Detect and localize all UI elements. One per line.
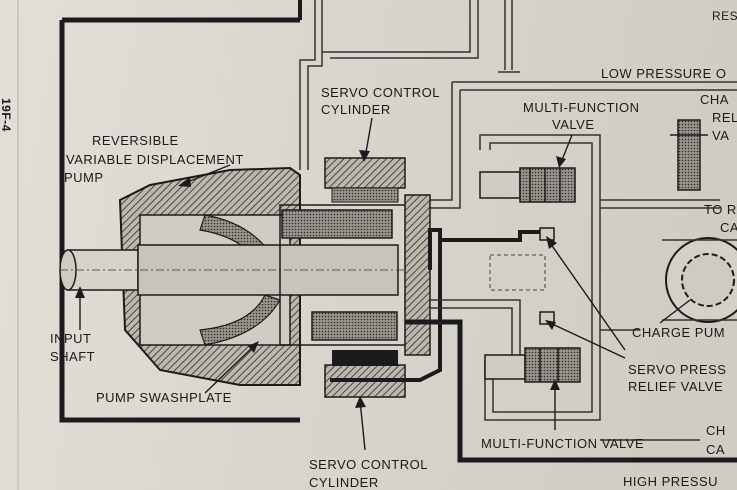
multi-function-valve-top [479,167,576,203]
label-charge-relief-line2: RELI [712,110,737,125]
charge-relief-valve [670,119,708,191]
servo-cylinder-top [324,157,406,189]
label-charge-relief-line1: CHA [700,92,729,107]
label-ch-bottom-line2: CA [706,442,726,457]
label-low-pressure: LOW PRESSURE O [601,66,727,81]
page-marker: 19F-4 [0,98,13,132]
label-reversible-pump-line1: REVERSIBLE [92,133,179,148]
label-servo-pressure-relief-line1: SERVO PRESS [628,362,727,377]
label-to-r-line1: TO R [704,202,737,217]
label-servo-cylinder-top-line1: SERVO CONTROL [321,85,440,100]
label-high-pressure: HIGH PRESSU [623,474,719,489]
label-servo-pressure-relief-line2: RELIEF VALVE [628,379,724,394]
label-reversible-pump-line3: PUMP [64,170,104,185]
label-ch-bottom-line1: CH [706,423,726,438]
label-reversible-pump-line2: VARIABLE DISPLACEMENT [66,152,244,167]
label-charge-relief-line3: VA [712,128,730,143]
label-pump-swashplate: PUMP SWASHPLATE [96,390,232,405]
label-multi-function-valve-top-line2: VALVE [552,117,595,132]
case-drain-line [59,20,300,423]
multi-function-valve-bottom [484,347,581,383]
label-input-shaft-line2: SHAFT [50,349,96,364]
label-to-r-line2: CA [720,220,737,235]
label-charge-pump: CHARGE PUM [632,325,726,340]
label-input-shaft-line1: INPUT [50,331,92,346]
label-multi-function-valve-bottom: MULTI-FUNCTION VALVE [481,436,645,451]
label-servo-cylinder-top-line2: CYLINDER [321,102,391,117]
label-servo-cylinder-bottom-line1: SERVO CONTROL [309,457,428,472]
label-servo-cylinder-bottom-line2: CYLINDER [309,475,379,490]
label-multi-function-valve-top-line1: MULTI-FUNCTION [523,100,640,115]
label-res: RES [712,9,737,23]
